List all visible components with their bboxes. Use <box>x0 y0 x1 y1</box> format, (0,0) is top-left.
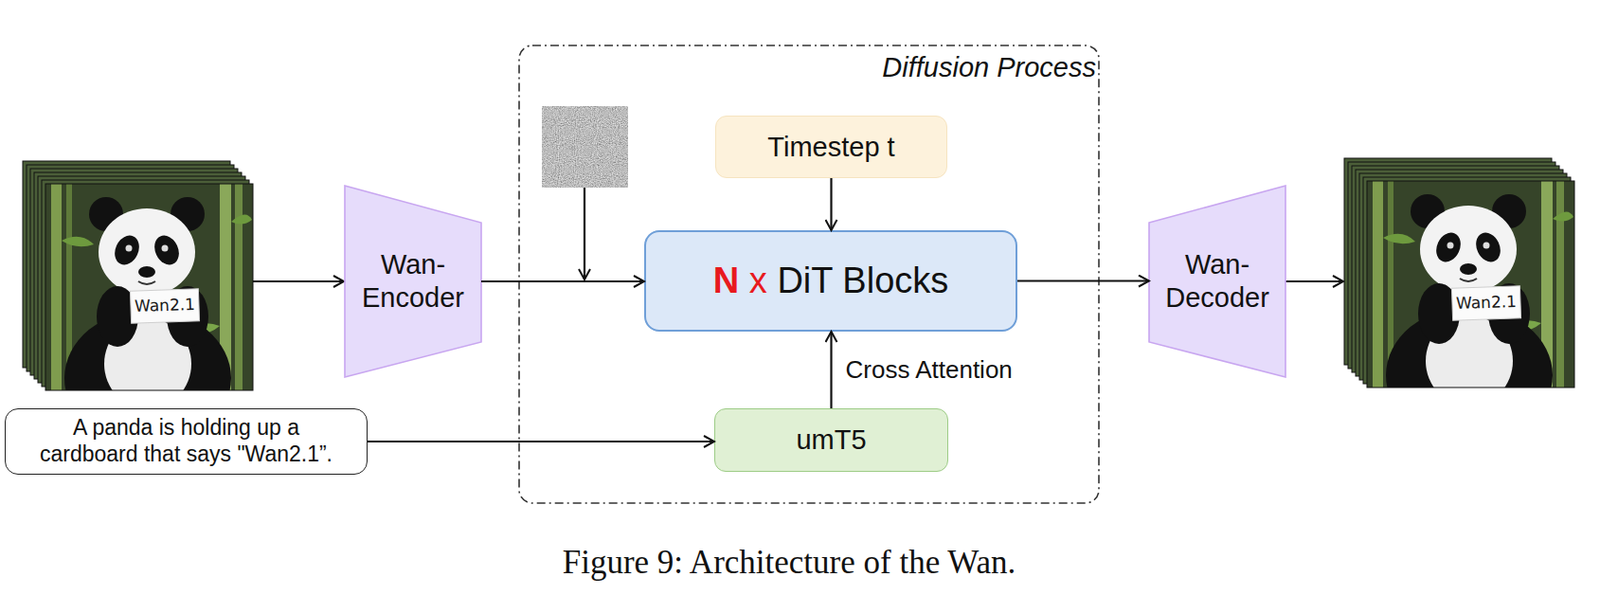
node-text: A panda is holding up a cardboard that s… <box>27 414 345 468</box>
node-text-area: NxDiT Blocks <box>646 232 1016 330</box>
node-text: NxDiT Blocks <box>713 259 950 304</box>
node-text-area: A panda is holding up a cardboard that s… <box>5 409 367 474</box>
node-label: x <box>749 260 768 301</box>
decoder-trapezoid: Wan- Decoder <box>1149 185 1286 378</box>
node-outline <box>1149 185 1286 378</box>
dit-blocks-box: NxDiT Blocks <box>644 230 1018 332</box>
figure-caption: Figure 9: Architecture of the Wan. <box>0 543 1579 582</box>
connector-arrow <box>829 178 832 231</box>
group-title: Diffusion Process <box>881 52 1097 84</box>
noise-latent <box>541 106 629 188</box>
node-label: DiT Blocks <box>776 260 949 301</box>
sign-text: Wan2.1 <box>1451 285 1521 320</box>
trapezoid-shape <box>1149 185 1286 378</box>
node-text: Timestep t <box>767 130 895 164</box>
connector-arrow <box>481 280 645 283</box>
node-text-area: umT5 <box>715 409 948 471</box>
text-encoder-box: umT5 <box>714 408 949 472</box>
connector-arrow <box>367 440 715 443</box>
node-outline <box>344 185 482 378</box>
sign-text: Wan2.1 <box>129 287 199 323</box>
node-label: N <box>713 260 739 301</box>
timestep-box: Timestep t <box>715 115 948 179</box>
edge-label: Cross Attention <box>845 355 1013 385</box>
node-label: Timestep t <box>767 131 895 162</box>
node-label: Wan- Decoder <box>1165 249 1270 313</box>
noise-arrow <box>583 187 586 280</box>
connector-arrow <box>829 331 832 409</box>
dash-dot-border <box>519 45 1099 504</box>
encoder-trapezoid: Wan- Encoder <box>344 185 482 378</box>
node-text: umT5 <box>795 423 866 457</box>
diffusion-process-group: Diffusion ProcessTimestep t NxDiT Blocks u… <box>518 44 1100 504</box>
trapezoid-shape <box>344 185 482 378</box>
node-label: A panda is holding up a cardboard that s… <box>39 414 333 467</box>
node-text-area: Wan- Decoder <box>1149 185 1286 378</box>
prompt-box: A panda is holding up a cardboard that s… <box>4 408 368 475</box>
node-text-area: Wan- Encoder <box>344 185 482 378</box>
input-frames <box>22 161 253 447</box>
connector-arrow <box>1017 279 1150 282</box>
output-frames <box>1344 158 1575 444</box>
node-text: Wan- Encoder <box>354 248 472 315</box>
node-label: Wan- Encoder <box>361 249 465 313</box>
input-arrow <box>252 280 344 283</box>
node-label: umT5 <box>795 424 866 455</box>
node-text: Wan- Decoder <box>1158 248 1277 315</box>
output-arrow <box>1285 280 1344 283</box>
node-text-area: Timestep t <box>716 116 947 178</box>
